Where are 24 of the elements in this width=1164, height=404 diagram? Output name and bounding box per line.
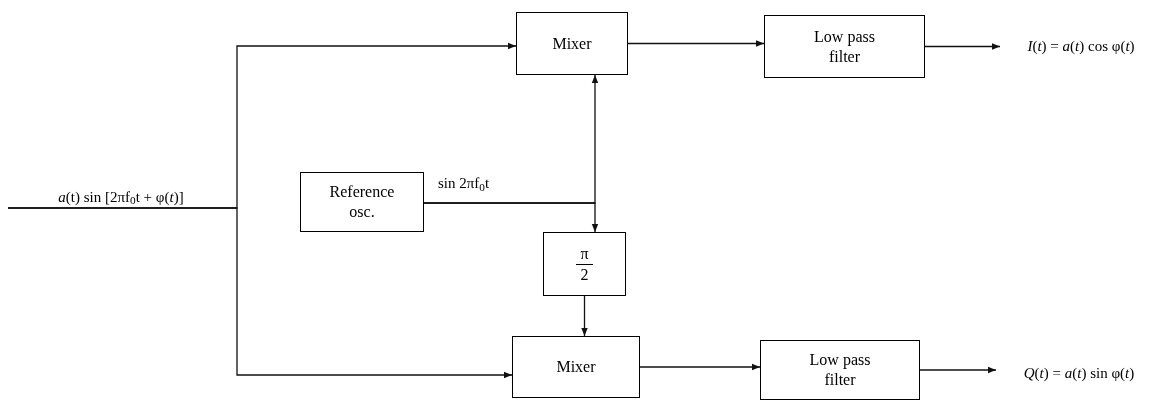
arrow bbox=[627, 40, 765, 47]
signal-label: a(t) sin [2πf$_{0}$t + φ(t)] bbox=[8, 186, 234, 208]
process-block bbox=[764, 15, 925, 78]
edge-label: sin 2πf$_{0}$t bbox=[436, 176, 492, 191]
block-label: Low pass filter bbox=[813, 26, 876, 67]
block-label: Reference osc. bbox=[328, 182, 396, 222]
block-label: Mixer bbox=[556, 357, 596, 377]
arrow bbox=[924, 43, 1001, 50]
signal-label: I(t) = a(t) cos φ(t) bbox=[1000, 34, 1162, 58]
fraction-numerator: π bbox=[576, 243, 593, 265]
arrow bbox=[639, 363, 761, 371]
phase-shift-block bbox=[543, 232, 626, 296]
fraction-denominator: 2 bbox=[579, 264, 590, 285]
process-block bbox=[512, 336, 640, 398]
arrow bbox=[423, 202, 599, 233]
process-block bbox=[760, 340, 920, 400]
signal-label: Q(t) = a(t) sin φ(t) bbox=[996, 361, 1162, 385]
block-label: Low pass filter bbox=[808, 350, 872, 390]
process-block bbox=[300, 172, 424, 232]
block-label: Mixer bbox=[552, 33, 592, 54]
arrow bbox=[7, 207, 513, 379]
arrow bbox=[581, 295, 588, 337]
arrow bbox=[919, 366, 997, 374]
process-block bbox=[516, 12, 628, 75]
